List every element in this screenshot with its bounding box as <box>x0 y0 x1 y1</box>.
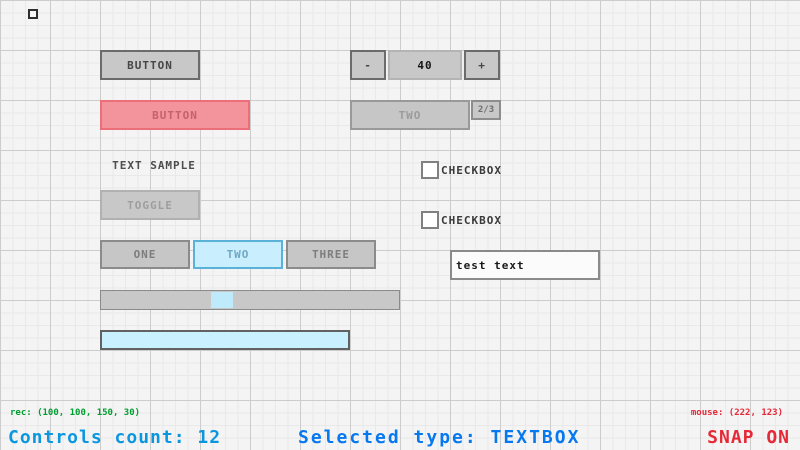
progress-bar-control[interactable] <box>100 330 350 350</box>
toggle-group-item-two-active[interactable]: TWO <box>193 240 283 269</box>
snap-mode-indicator: SNAP ON <box>707 427 790 448</box>
textbox-control[interactable]: test text <box>450 250 600 280</box>
combobox-control[interactable]: TWO <box>350 100 470 130</box>
mouse-position-readout: mouse: (222, 123) <box>690 408 783 418</box>
anchor-marker[interactable] <box>28 9 38 19</box>
spinner-plus-button[interactable]: + <box>464 50 500 80</box>
checkbox-label-1: CHECKBOX <box>441 163 502 177</box>
controls-count-readout: Controls count: 12 <box>8 427 222 448</box>
slider-control[interactable] <box>100 290 400 310</box>
selected-rect-readout: rec: (100, 100, 150, 30) <box>10 408 141 418</box>
checkbox-box-1[interactable] <box>421 161 439 179</box>
toggle-group-item-one[interactable]: ONE <box>100 240 190 269</box>
combobox-counter[interactable]: 2/3 <box>471 100 501 120</box>
button-control[interactable]: BUTTON <box>100 50 200 80</box>
slider-handle[interactable] <box>211 292 233 308</box>
button-control-selected[interactable]: BUTTON <box>100 100 250 130</box>
spinner-minus-button[interactable]: - <box>350 50 386 80</box>
label-control[interactable]: TEXT SAMPLE <box>112 158 196 172</box>
spinner-value-box[interactable]: 40 <box>388 50 462 80</box>
toggle-control[interactable]: TOGGLE <box>100 190 200 220</box>
checkbox-box-2[interactable] <box>421 211 439 229</box>
selected-type-readout: Selected type: TEXTBOX <box>298 427 581 448</box>
checkbox-label-2: CHECKBOX <box>441 213 502 227</box>
toggle-group-item-three[interactable]: THREE <box>286 240 376 269</box>
